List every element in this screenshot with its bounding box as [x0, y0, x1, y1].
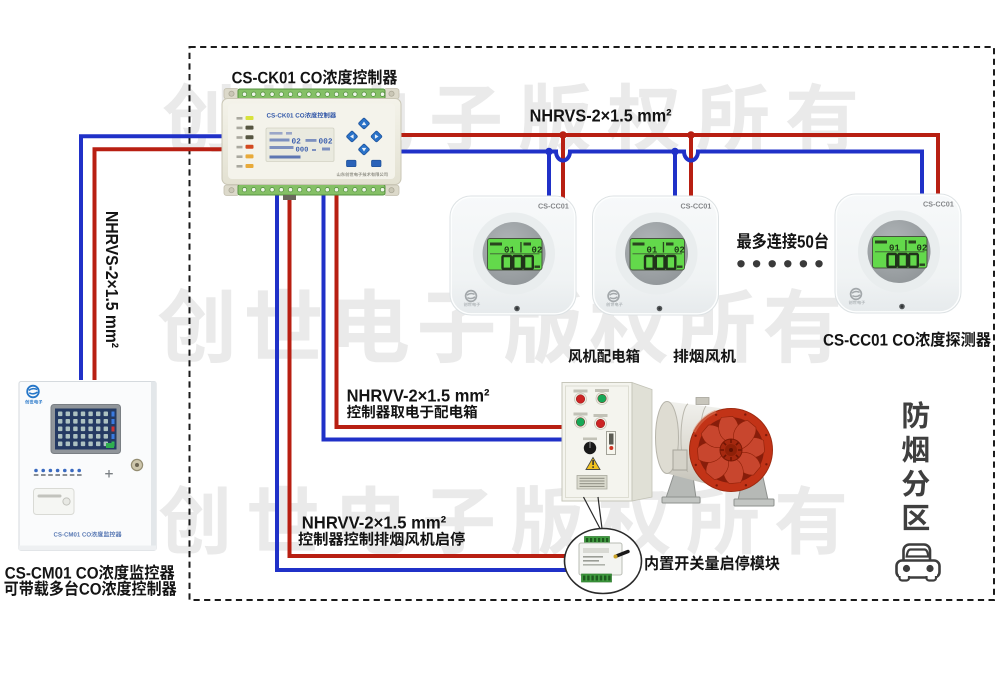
svg-text:NHRVS-2×1.5 mm²: NHRVS-2×1.5 mm²: [530, 106, 672, 126]
svg-text:NHRVS-2×1.5 mm²: NHRVS-2×1.5 mm²: [102, 211, 122, 348]
svg-text:NHRVV-2×1.5 mm²: NHRVV-2×1.5 mm²: [347, 386, 490, 406]
svg-text:NHRVV-2×1.5 mm²: NHRVV-2×1.5 mm²: [302, 513, 447, 533]
